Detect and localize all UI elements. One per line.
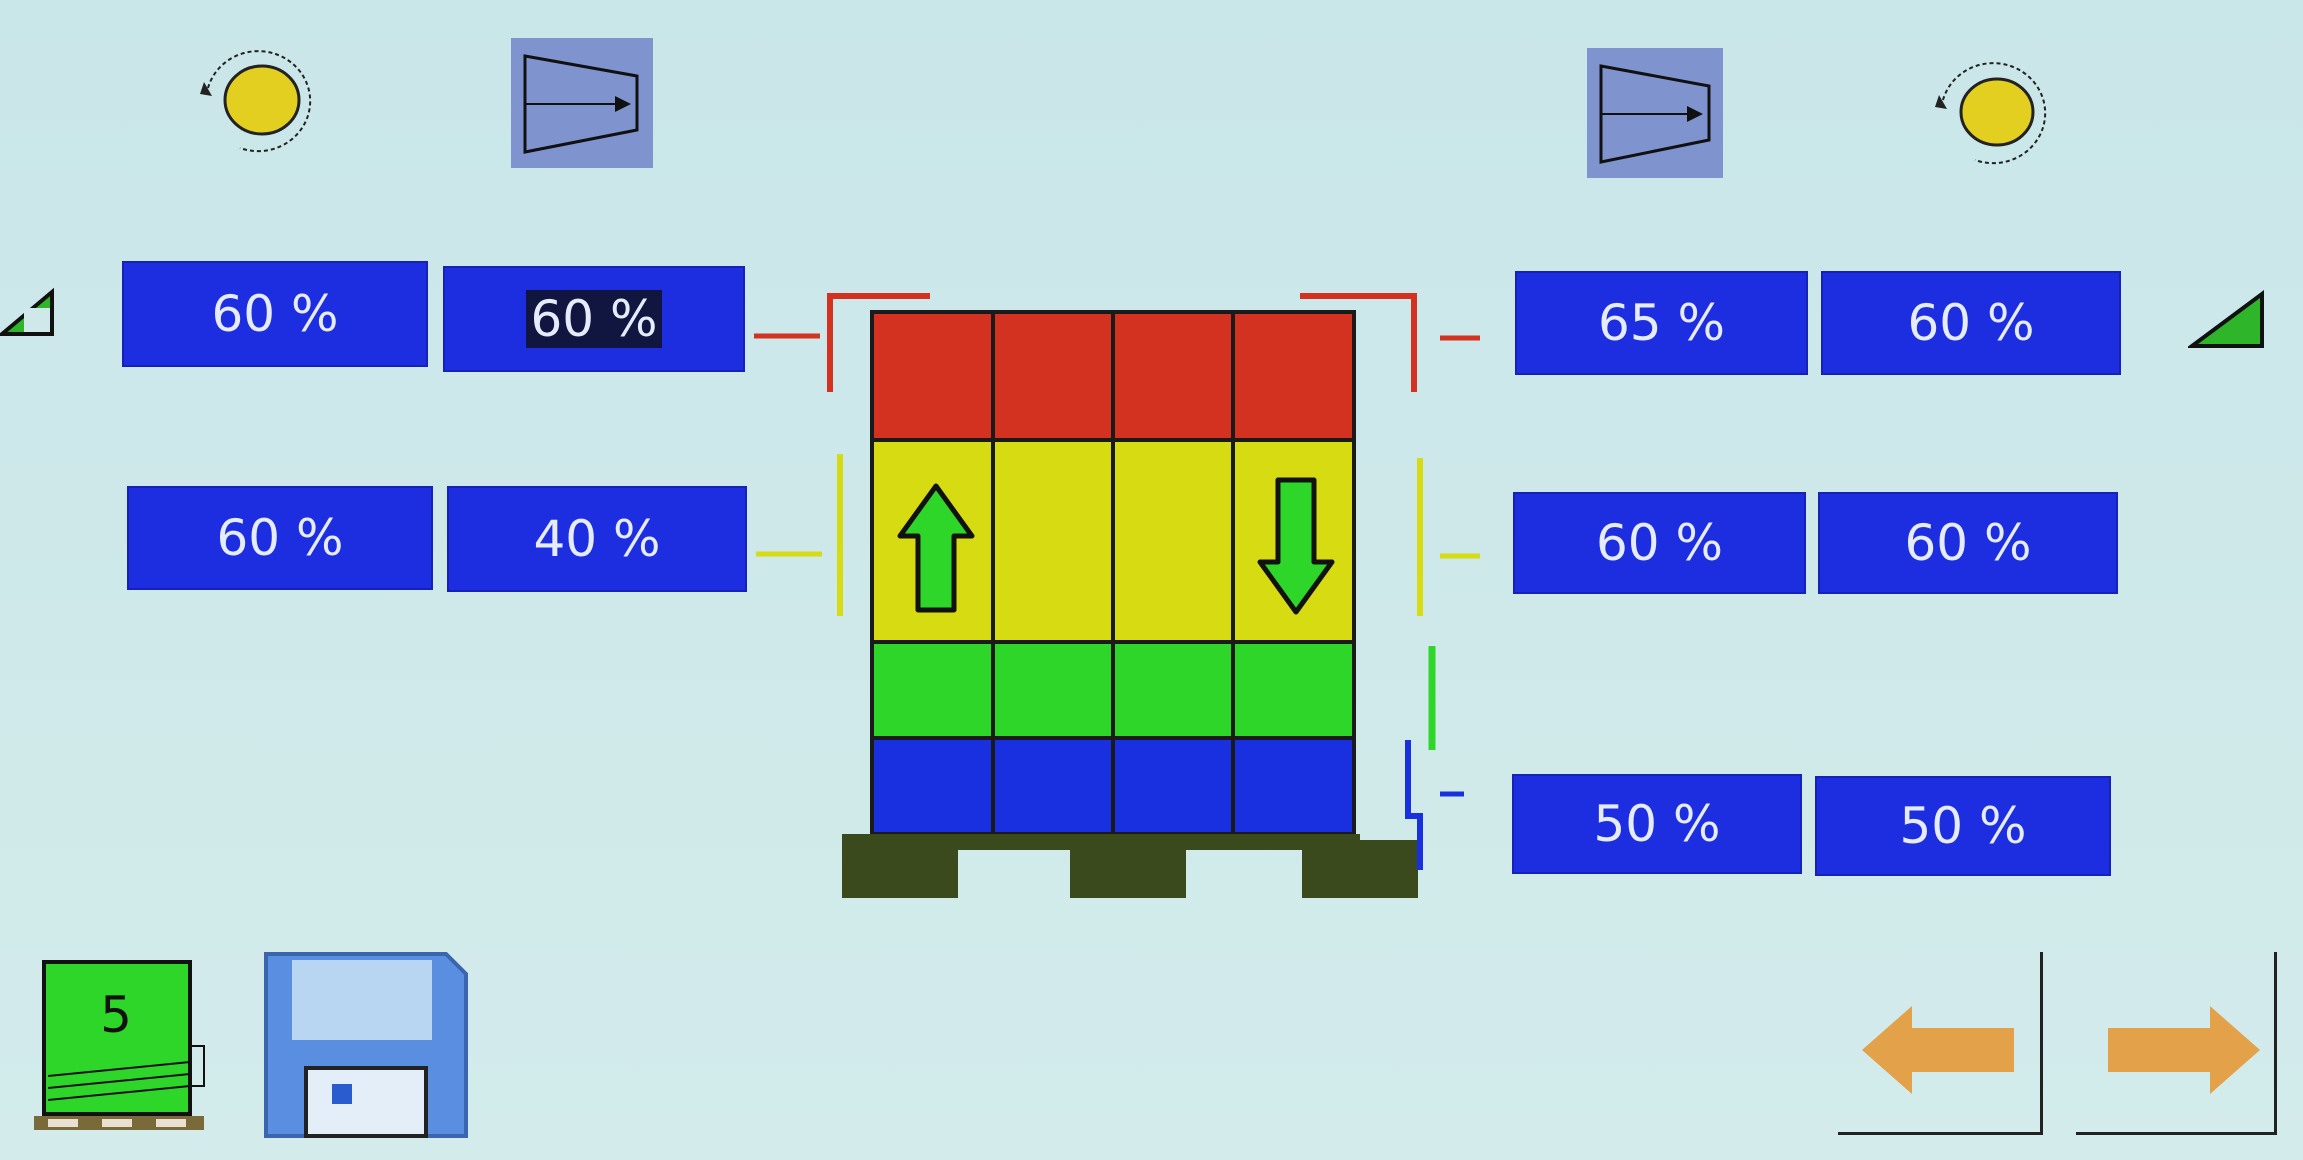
pallet-diagram [754,293,1480,898]
value-label: 60 % [211,285,339,343]
right-bottom-outer-value[interactable]: 50 % [1815,776,2111,876]
left-middle-outer-value[interactable]: 60 % [127,486,433,590]
value-label: 60 % [216,509,344,567]
ramp-right-icon [2188,290,2264,348]
right-middle-inner-value[interactable]: 60 % [1513,492,1806,594]
arrow-up-icon [897,483,975,613]
value-label: 60 % [1904,514,2032,572]
value-label: 60 % [1595,514,1724,572]
left-top-outer-value[interactable]: 60 % [122,261,428,367]
stretch-film-left-icon[interactable] [511,38,653,168]
back-arrow-icon [1862,1006,2014,1094]
left-top-inner-value[interactable]: 60 % [443,266,745,372]
value-label: 50 % [1899,797,2027,855]
layer-counter-icon[interactable]: 5 [30,958,220,1138]
bottom-layer [874,740,1352,832]
save-icon[interactable] [262,950,470,1140]
lower-layer [874,644,1352,736]
layer-count-label: 5 [100,986,132,1044]
right-middle-outer-value[interactable]: 60 % [1818,492,2118,594]
top-layer [874,314,1352,438]
right-bottom-inner-value[interactable]: 50 % [1512,774,1802,874]
ramp-left-icon [0,287,54,336]
stretch-film-right-icon[interactable] [1587,48,1723,178]
arrow-down-icon [1257,477,1335,615]
value-label: 60 % [1907,294,2035,352]
value-label: 60 % [526,290,662,348]
forward-arrow-icon [2108,1006,2260,1094]
back-button[interactable] [1838,952,2043,1135]
rotation-right-icon[interactable] [1925,55,2065,175]
forward-button[interactable] [2076,952,2277,1135]
right-top-outer-value[interactable]: 60 % [1821,271,2121,375]
left-middle-inner-value[interactable]: 40 % [447,486,747,592]
value-label: 65 % [1597,294,1726,352]
right-top-inner-value[interactable]: 65 % [1515,271,1808,375]
pallet-base [842,834,1418,898]
value-label: 40 % [533,510,661,568]
rotation-left-icon[interactable] [190,40,330,160]
value-label: 50 % [1593,795,1721,853]
